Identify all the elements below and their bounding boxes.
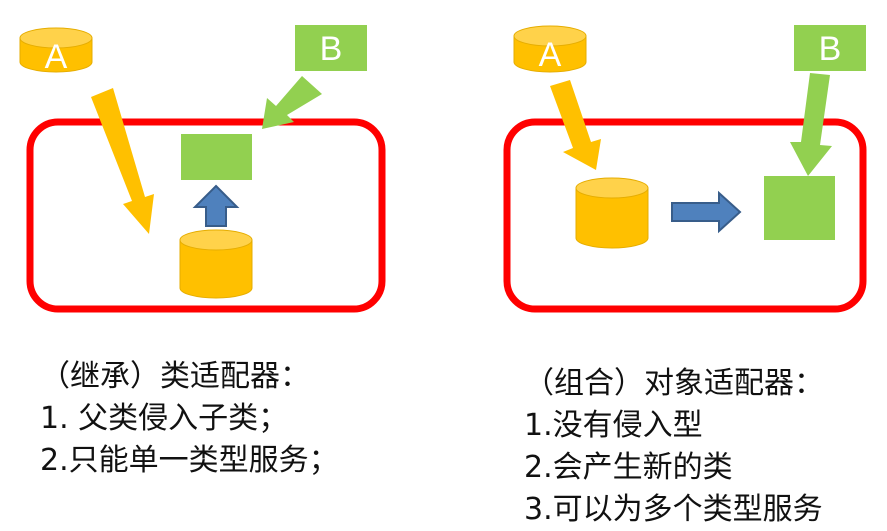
right-caption-item: 2.会产生新的类 bbox=[524, 450, 733, 485]
right-yellow-arrow bbox=[550, 80, 601, 170]
left-label-a: A bbox=[45, 38, 68, 76]
left-blue-up-arrow bbox=[192, 184, 240, 227]
left-caption-item: 2.只能单一类型服务； bbox=[40, 443, 339, 478]
right-blue-arrow bbox=[671, 190, 742, 234]
left-caption-title: （继承）类适配器： bbox=[40, 359, 310, 394]
diagram-canvas: A B bbox=[19, 25, 867, 313]
left-caption: （继承）类适配器： 1. 父类侵入子类； 2.只能单一类型服务； bbox=[40, 356, 339, 482]
left-source-a-cylinder: A bbox=[19, 27, 93, 76]
right-inner-green-box bbox=[764, 176, 835, 240]
left-inner-green-box bbox=[181, 134, 252, 180]
left-adapter-frame bbox=[26, 118, 386, 313]
right-caption-title: （组合）对象适配器： bbox=[524, 366, 824, 401]
left-green-arrow bbox=[262, 76, 322, 129]
right-caption-item: 3.可以为多个类型服务 bbox=[524, 492, 823, 527]
right-adapter-frame bbox=[503, 118, 867, 313]
right-panel: A B bbox=[503, 25, 867, 313]
right-inner-cylinder bbox=[575, 177, 649, 249]
right-caption: （组合）对象适配器： 1.没有侵入型 2.会产生新的类 3.可以为多个类型服务 bbox=[524, 363, 824, 531]
right-source-a-cylinder: A bbox=[513, 25, 587, 74]
right-label-a: A bbox=[539, 36, 562, 74]
left-label-b: B bbox=[320, 30, 343, 68]
right-caption-item: 1.没有侵入型 bbox=[524, 408, 703, 443]
left-target-b-box: B bbox=[295, 25, 367, 71]
left-caption-item: 1. 父类侵入子类； bbox=[40, 401, 289, 436]
left-panel: A B bbox=[19, 25, 386, 313]
right-target-b-box: B bbox=[794, 25, 866, 71]
right-label-b: B bbox=[819, 30, 842, 68]
left-yellow-arrow bbox=[91, 88, 154, 234]
left-inner-cylinder bbox=[179, 229, 253, 299]
right-green-arrow bbox=[790, 73, 832, 176]
